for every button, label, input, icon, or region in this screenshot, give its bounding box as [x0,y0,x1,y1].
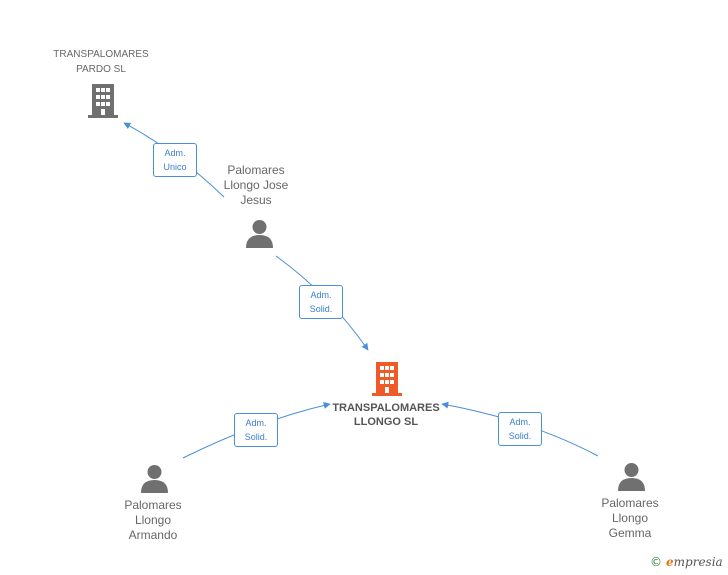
company-label-pardo[interactable]: TRANSPALOMARES PARDO SL [53,49,149,75]
company-label-llongo[interactable]: TRANSPALOMARES LLONGO SL [332,402,440,428]
building-icon[interactable] [371,362,403,396]
edge-badge-adm-solid-gemma[interactable]: Adm. Solid. [498,412,542,446]
person-icon[interactable] [140,464,169,493]
edge-badge-adm-solid-jose[interactable]: Adm. Solid. [299,285,343,319]
brand-name: mpresia [673,555,723,569]
person-icon[interactable] [245,219,274,248]
copyright-icon: © [650,555,662,569]
person-label-jose[interactable]: Palomares Llongo Jose Jesus [223,163,289,207]
building-icon[interactable] [87,84,119,118]
person-icon[interactable] [617,462,646,491]
edge-badge-adm-unico[interactable]: Adm. Unico [153,143,197,177]
person-label-gemma[interactable]: Palomares Llongo Gemma [601,496,659,540]
empresia-logo: © empresia [650,555,723,569]
brand-initial: e [666,555,674,569]
edge-badge-adm-solid-armando[interactable]: Adm. Solid. [234,413,278,447]
person-label-armando[interactable]: Palomares Llongo Armando [124,498,182,542]
